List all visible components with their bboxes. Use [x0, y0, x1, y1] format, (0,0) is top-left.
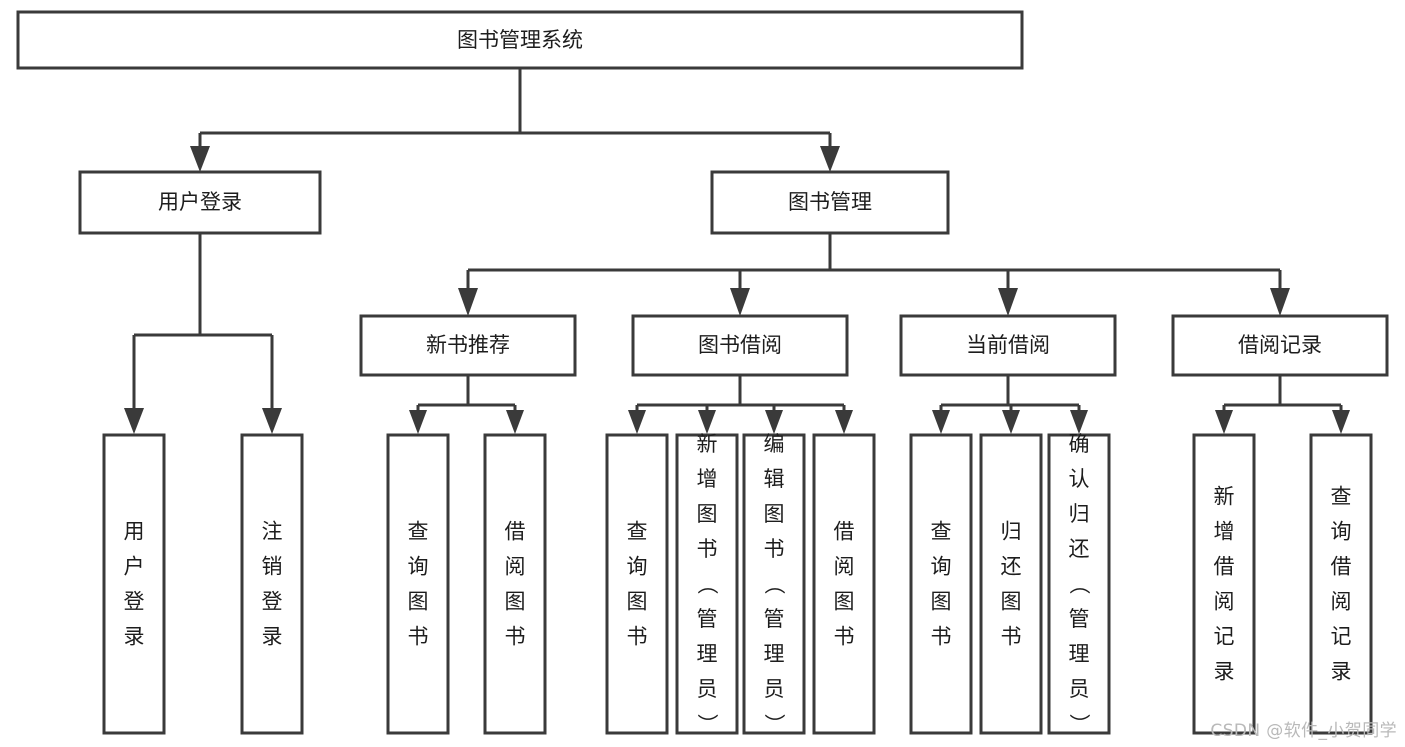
arrow-currentborrow-leaf-1 [932, 410, 950, 434]
leaf-query-book-2-box[interactable] [605, 433, 669, 735]
leaf-query-book-1[interactable]: 查询图书 [386, 433, 450, 735]
arrow-userlogin-leaf-2 [262, 408, 282, 434]
node-book-manage-box[interactable] [710, 170, 950, 235]
node-book-manage-label: 图书管理 [788, 190, 872, 214]
arrow-bookborrow-leaf-4 [835, 410, 853, 434]
node-book-manage[interactable]: 图书管理 [710, 170, 950, 235]
arrow-bookborrow-leaf-2 [698, 410, 716, 434]
leaf-query-book-2-label: 查询图书 [627, 520, 648, 649]
node-user-login[interactable]: 用户登录 [78, 170, 322, 235]
leaf-borrow-book-2[interactable]: 借阅图书 [812, 433, 876, 735]
vertical-glyph-rotated: ） [695, 714, 719, 735]
node-user-login-box[interactable] [78, 170, 322, 235]
node-new-book-recommend-box[interactable] [359, 314, 577, 377]
arrow-bookmanage-to-borrow-record [1270, 288, 1290, 316]
node-new-book-recommend[interactable]: 新书推荐 [359, 314, 577, 377]
leaf-user-login-label: 用户登录 [124, 520, 145, 649]
leaf-confirm-return-label: 确认归还管理员 [1069, 432, 1090, 701]
leaf-query-book-3-label: 查询图书 [931, 520, 952, 649]
leaf-return-book-label: 归还图书 [1001, 520, 1022, 649]
leaf-user-logout-label: 注销登录 [262, 520, 283, 649]
arrow-root-to-book-manage [820, 146, 840, 172]
connector-layer [124, 68, 1350, 434]
leaf-query-book-1-label: 查询图书 [408, 520, 429, 649]
node-borrow-record[interactable]: 借阅记录 [1171, 314, 1389, 377]
node-new-book-recommend-label: 新书推荐 [426, 333, 510, 357]
arrow-bookmanage-to-book-borrow [730, 288, 750, 316]
leaf-query-record-box[interactable] [1309, 433, 1373, 735]
leaf-query-record-label: 查询借阅记录 [1331, 485, 1352, 684]
node-current-borrow-box[interactable] [899, 314, 1117, 377]
node-borrow-record-box[interactable] [1171, 314, 1389, 377]
arrow-userlogin-leaf-1 [124, 408, 144, 434]
arrow-bookborrow-leaf-3 [765, 410, 783, 434]
vertical-glyph-rotated: ） [762, 714, 786, 735]
leaf-user-login[interactable]: 用户登录 [102, 433, 166, 735]
node-user-login-label: 用户登录 [158, 190, 242, 214]
leaf-edit-book-box[interactable] [742, 433, 806, 735]
arrow-borrowrecord-leaf-2 [1332, 410, 1350, 434]
node-borrow-record-label: 借阅记录 [1238, 333, 1322, 357]
leaf-borrow-book-1-label: 借阅图书 [505, 520, 526, 649]
arrow-bookmanage-to-new-book [458, 288, 478, 316]
arrow-root-to-user-login [190, 146, 210, 172]
node-book-borrow-box[interactable] [631, 314, 849, 377]
leaf-user-logout-box[interactable] [240, 433, 304, 735]
leaf-user-logout[interactable]: 注销登录 [240, 433, 304, 735]
arrow-newbook-leaf-1 [409, 410, 427, 434]
leaf-query-record[interactable]: 查询借阅记录 [1309, 433, 1373, 735]
leaf-borrow-book-1-box[interactable] [483, 433, 547, 735]
leaf-return-book[interactable]: 归还图书 [979, 433, 1043, 735]
leaf-add-record-box[interactable] [1192, 433, 1256, 735]
leaf-query-book-1-box[interactable] [386, 433, 450, 735]
vertical-glyph-rotated: （ [762, 574, 786, 595]
leaf-add-book-box[interactable] [675, 433, 739, 735]
csdn-watermark: CSDN @软件_小贺同学 [1210, 721, 1397, 741]
node-current-borrow[interactable]: 当前借阅 [899, 314, 1117, 377]
node-root-label: 图书管理系统 [457, 28, 583, 52]
arrow-bookborrow-leaf-1 [628, 410, 646, 434]
node-root[interactable]: 图书管理系统 [16, 10, 1024, 70]
node-book-borrow-label: 图书借阅 [698, 333, 782, 357]
leaf-edit-book[interactable]: 编辑图书管理员 （ ） [742, 432, 806, 735]
arrow-bookmanage-to-current-borrow [998, 288, 1018, 316]
leaf-user-login-box[interactable] [102, 433, 166, 735]
arrow-newbook-leaf-2 [506, 410, 524, 434]
leaf-borrow-book-1[interactable]: 借阅图书 [483, 433, 547, 735]
arrow-currentborrow-leaf-2 [1002, 410, 1020, 434]
leaf-return-book-box[interactable] [979, 433, 1043, 735]
leaf-borrow-book-2-label: 借阅图书 [834, 520, 855, 649]
leaf-borrow-book-2-box[interactable] [812, 433, 876, 735]
arrow-currentborrow-leaf-3 [1070, 410, 1088, 434]
leaf-add-book-label: 新增图书管理员 [697, 432, 718, 701]
leaf-edit-book-label: 编辑图书管理员 [764, 432, 785, 701]
leaf-query-book-2[interactable]: 查询图书 [605, 433, 669, 735]
vertical-glyph-rotated: （ [1067, 574, 1091, 595]
leaf-query-book-3[interactable]: 查询图书 [909, 433, 973, 735]
node-current-borrow-label: 当前借阅 [966, 333, 1050, 357]
node-book-borrow[interactable]: 图书借阅 [631, 314, 849, 377]
leaf-add-book[interactable]: 新增图书管理员 （ ） [675, 432, 739, 735]
node-root-box[interactable] [16, 10, 1024, 70]
leaf-add-record-label: 新增借阅记录 [1214, 485, 1235, 684]
leaf-confirm-return[interactable]: 确认归还管理员 （ ） [1047, 432, 1111, 735]
leaf-add-record[interactable]: 新增借阅记录 [1192, 433, 1256, 735]
leaf-query-book-3-box[interactable] [909, 433, 973, 735]
vertical-glyph-rotated: （ [695, 574, 719, 595]
arrow-borrowrecord-leaf-1 [1215, 410, 1233, 434]
leaf-confirm-return-box[interactable] [1047, 433, 1111, 735]
vertical-glyph-rotated: ） [1067, 714, 1091, 735]
